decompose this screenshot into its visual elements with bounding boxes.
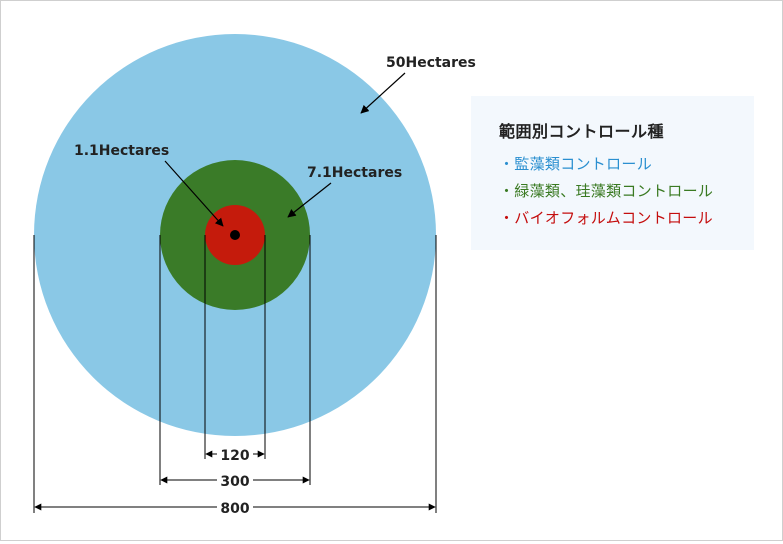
- dim-label-800: 800: [220, 501, 249, 517]
- legend-item-biofilm: ・バイオフォルムコントロール: [499, 209, 713, 227]
- legend-item-blue-algae: ・監藻類コントロール: [499, 155, 653, 173]
- legend-title: 範囲別コントロール種: [499, 122, 665, 141]
- extension-lines: [33, 235, 437, 513]
- callout-arrow-7ha: [287, 182, 332, 218]
- dim-label-120: 120: [220, 448, 249, 464]
- legend-box: 範囲別コントロール種 ・監藻類コントロール ・緑藻類、珪藻類コントロール ・バイ…: [471, 96, 754, 250]
- label-7-1-hectares: 7.1Hectares: [307, 165, 402, 181]
- callout-arrows: [164, 72, 406, 227]
- callout-arrow-1ha: [164, 160, 224, 227]
- legend-item-green-algae: ・緑藻類、珪藻類コントロール: [499, 182, 714, 200]
- label-1-1-hectares: 1.1Hectares: [74, 143, 169, 159]
- center-dot: [230, 230, 240, 240]
- callout-arrow-50ha: [360, 72, 406, 114]
- dim-label-300: 300: [220, 474, 249, 490]
- label-50-hectares: 50Hectares: [386, 55, 476, 71]
